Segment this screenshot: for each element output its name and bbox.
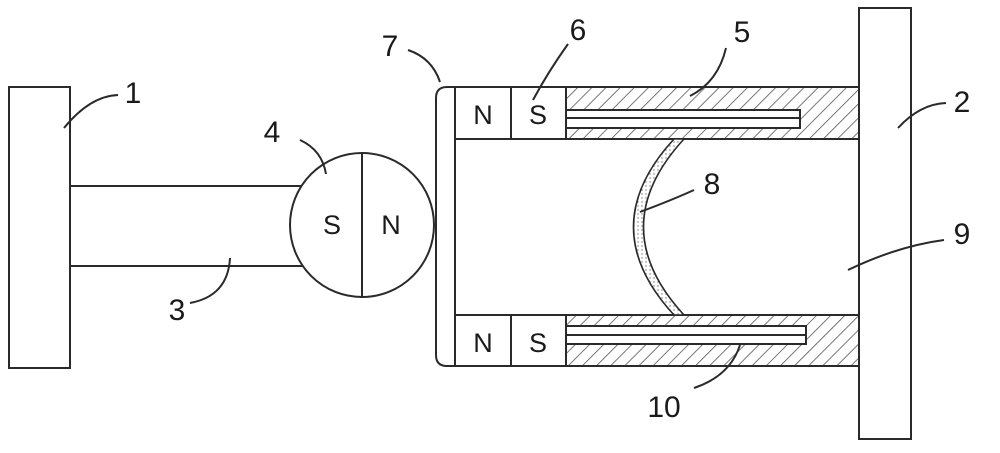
label-10: 10 bbox=[647, 391, 680, 424]
bottom-magnet-pair bbox=[454, 314, 567, 367]
leader-lines bbox=[63, 43, 947, 389]
ball-pole-right: N bbox=[381, 210, 401, 240]
bottom-magnet-pole-s: S bbox=[529, 328, 547, 358]
label-3: 3 bbox=[169, 294, 186, 327]
label-2: 2 bbox=[954, 86, 971, 119]
spherical-magnet bbox=[289, 152, 435, 298]
bottom-housing bbox=[565, 314, 860, 367]
top-magnet-pole-s: S bbox=[529, 100, 547, 130]
label-6: 6 bbox=[570, 14, 587, 47]
label-9: 9 bbox=[954, 218, 971, 251]
right-base-plate bbox=[858, 7, 912, 440]
label-8: 8 bbox=[704, 168, 721, 201]
top-housing bbox=[565, 86, 860, 140]
top-magnet-pole-n: N bbox=[473, 100, 493, 130]
label-7: 7 bbox=[382, 30, 399, 63]
front-cap bbox=[435, 86, 455, 367]
ball-pole-left: S bbox=[323, 210, 341, 240]
top-magnet-pair bbox=[454, 86, 567, 140]
curved-membrane bbox=[632, 138, 686, 316]
inner-channel bbox=[454, 87, 859, 366]
label-1: 1 bbox=[125, 77, 142, 110]
label-4: 4 bbox=[264, 116, 281, 149]
label-5: 5 bbox=[734, 16, 751, 49]
connecting-rod bbox=[70, 185, 303, 267]
bottom-magnet-pole-n: N bbox=[473, 328, 493, 358]
left-base-plate bbox=[8, 86, 71, 369]
